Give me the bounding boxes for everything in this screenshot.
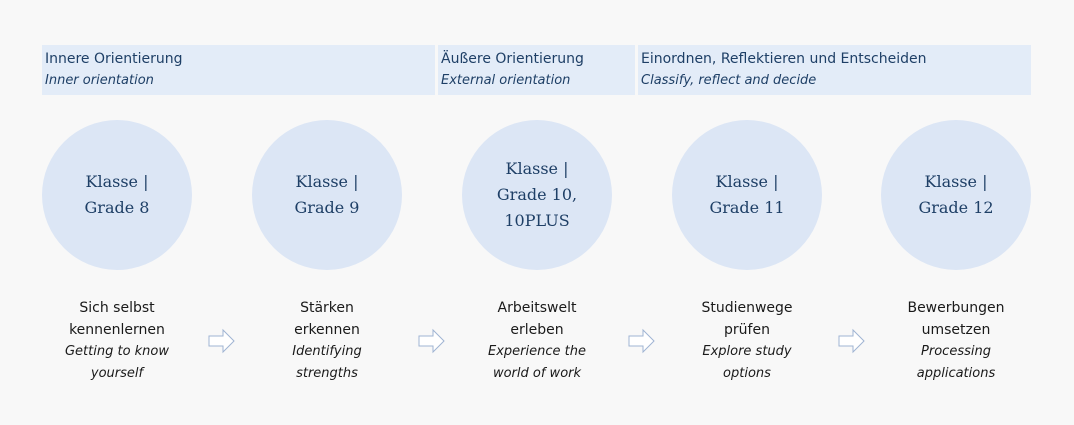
grade-circle-8: Klasse | Grade 8 — [42, 120, 192, 270]
step-title-en: Identifying strengths — [292, 344, 362, 381]
arrow-right-icon — [208, 328, 235, 354]
grade-label: Klasse | Grade 10, 10PLUS — [496, 159, 578, 230]
arrow-right-icon — [628, 328, 655, 354]
step-label-11: Studienwege prüfen Explore study options — [667, 297, 827, 385]
step-title-de: Bewerbungen umsetzen — [907, 300, 1005, 338]
step-title-de: Arbeitswelt erleben — [497, 300, 577, 338]
phase-title-en: Classify, reflect and decide — [641, 73, 817, 88]
phase-title-en: External orientation — [441, 73, 571, 88]
step-label-10: Arbeitswelt erleben Experience the world… — [457, 297, 617, 385]
step-title-en: Processing applications — [916, 344, 996, 381]
phase-title-de: Äußere Orientierung — [441, 51, 584, 67]
step-title-en: Getting to know yourself — [64, 344, 170, 381]
arrow-right-icon — [418, 328, 445, 354]
step-label-8: Sich selbst kennenlernen Getting to know… — [37, 297, 197, 385]
phase-band-external: Äußere Orientierung External orientation — [438, 45, 635, 95]
grade-label: Klasse | Grade 12 — [918, 172, 994, 217]
grade-circle-11: Klasse | Grade 11 — [672, 120, 822, 270]
step-title-de: Stärken erkennen — [294, 300, 360, 338]
phase-band-classify: Einordnen, Reflektieren und Entscheiden … — [638, 45, 1031, 95]
phase-band-inner: Innere Orientierung Inner orientation — [42, 45, 435, 95]
grade-circle-12: Klasse | Grade 12 — [881, 120, 1031, 270]
grade-label: Klasse | Grade 9 — [294, 172, 360, 217]
phase-title-de: Innere Orientierung — [45, 51, 183, 67]
grade-circle-9: Klasse | Grade 9 — [252, 120, 402, 270]
phase-title-de: Einordnen, Reflektieren und Entscheiden — [641, 51, 927, 67]
step-label-12: Bewerbungen umsetzen Processing applicat… — [876, 297, 1036, 385]
step-title-de: Sich selbst kennenlernen — [69, 300, 165, 338]
grade-circle-10: Klasse | Grade 10, 10PLUS — [462, 120, 612, 270]
step-title-en: Explore study options — [702, 344, 792, 381]
step-title-de: Studienwege prüfen — [701, 300, 793, 338]
grade-label: Klasse | Grade 11 — [709, 172, 785, 217]
step-title-en: Experience the world of work — [488, 344, 586, 381]
grade-label: Klasse | Grade 8 — [84, 172, 150, 217]
step-label-9: Stärken erkennen Identifying strengths — [247, 297, 407, 385]
phase-title-en: Inner orientation — [45, 73, 154, 88]
arrow-right-icon — [838, 328, 865, 354]
